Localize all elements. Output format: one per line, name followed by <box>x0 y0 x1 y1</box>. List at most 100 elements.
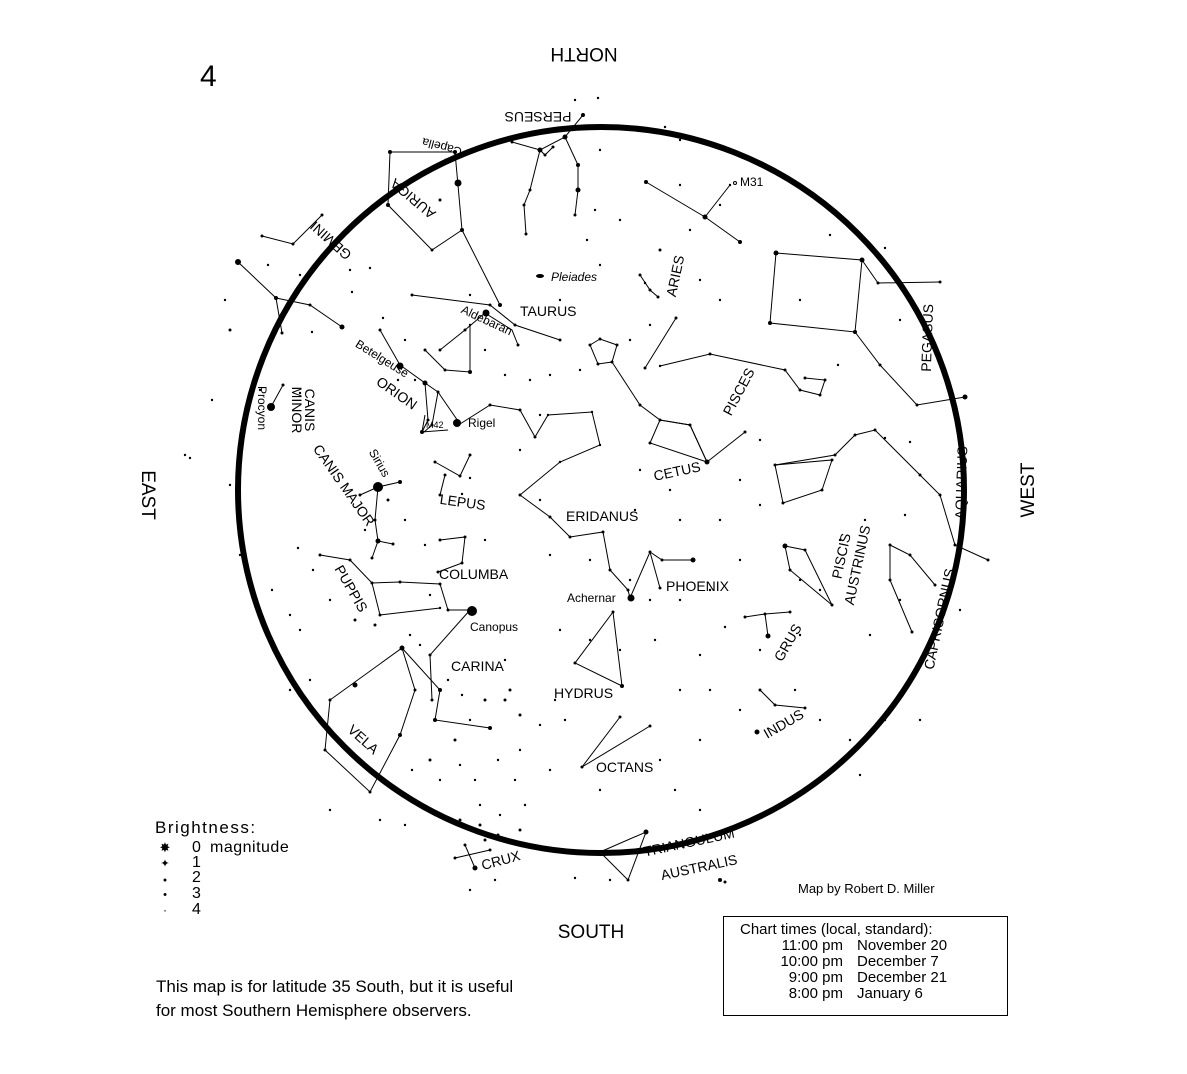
star <box>433 460 437 464</box>
star <box>513 323 517 327</box>
label-taurus: TAURUS <box>520 303 577 319</box>
star <box>548 768 552 772</box>
star <box>386 203 390 207</box>
star <box>853 433 857 437</box>
label-m42: M42 <box>426 420 444 430</box>
star <box>562 134 568 140</box>
star <box>918 473 922 477</box>
star <box>352 682 358 688</box>
star <box>848 738 852 742</box>
constellation-labels: PERSEUS AURIGA GEMINI TAURUS ARIES ORION… <box>289 109 970 883</box>
star <box>522 203 526 207</box>
star <box>568 535 572 539</box>
star <box>468 323 472 327</box>
star <box>798 388 802 392</box>
star <box>585 238 589 242</box>
star <box>588 638 592 642</box>
star <box>876 281 880 285</box>
star <box>723 880 727 884</box>
star <box>598 337 602 341</box>
star <box>548 373 552 377</box>
star <box>433 718 437 722</box>
star <box>328 698 332 702</box>
star <box>350 290 354 294</box>
star <box>496 833 500 837</box>
star <box>962 394 968 400</box>
star <box>648 724 652 728</box>
star <box>758 438 762 442</box>
star <box>678 138 682 142</box>
star <box>443 368 447 372</box>
star <box>958 608 962 612</box>
star <box>468 888 472 892</box>
star <box>628 578 632 582</box>
star <box>460 561 464 565</box>
star <box>422 380 428 386</box>
star <box>423 543 427 547</box>
star-field <box>183 96 990 892</box>
star <box>533 435 537 439</box>
star <box>463 328 467 332</box>
label-aquarius: AQUARIUS <box>952 446 971 520</box>
star <box>428 758 432 762</box>
star <box>663 125 667 129</box>
star <box>438 582 442 586</box>
star <box>820 488 824 492</box>
star <box>510 140 514 144</box>
star <box>373 518 377 522</box>
star <box>758 688 762 692</box>
star <box>428 653 432 657</box>
star <box>358 493 362 497</box>
star <box>626 588 630 592</box>
label-indus: INDUS <box>761 706 807 742</box>
star <box>378 328 382 332</box>
latitude-note: This map is for latitude 35 South, but i… <box>156 975 513 1023</box>
star <box>793 688 797 692</box>
star <box>578 368 582 372</box>
star <box>593 208 597 212</box>
star <box>903 513 907 517</box>
chart-time: 10:00 pm <box>780 953 843 970</box>
star <box>453 738 457 742</box>
star <box>548 515 552 519</box>
star <box>496 758 500 762</box>
star <box>408 798 412 802</box>
star <box>288 613 292 617</box>
star <box>310 330 314 334</box>
star <box>438 198 442 202</box>
star <box>403 338 407 342</box>
star <box>426 418 430 422</box>
star <box>718 518 722 522</box>
star <box>898 598 902 602</box>
star <box>433 813 437 817</box>
legend-unit: magnitude <box>210 839 290 856</box>
star <box>833 453 837 457</box>
label-canis-minor-1: CANIS <box>302 389 318 432</box>
star <box>339 324 345 330</box>
legend-row-4: ·4 <box>158 902 208 918</box>
label-rigel: Rigel <box>468 416 495 430</box>
star <box>408 633 412 637</box>
star <box>403 518 407 522</box>
legend-row-2: ●2 <box>158 870 208 886</box>
label-phoenix: PHOENIX <box>666 578 730 594</box>
star <box>908 553 912 557</box>
star <box>563 718 567 722</box>
star <box>368 266 372 270</box>
star <box>528 378 532 382</box>
star <box>398 733 402 737</box>
m31-marker <box>733 181 737 185</box>
star <box>298 391 302 395</box>
star <box>528 188 532 192</box>
star <box>403 823 407 827</box>
star <box>438 778 442 782</box>
star <box>590 410 594 414</box>
star <box>553 698 557 702</box>
star <box>463 535 467 539</box>
star <box>803 706 807 710</box>
star <box>656 295 660 299</box>
star <box>573 213 577 217</box>
